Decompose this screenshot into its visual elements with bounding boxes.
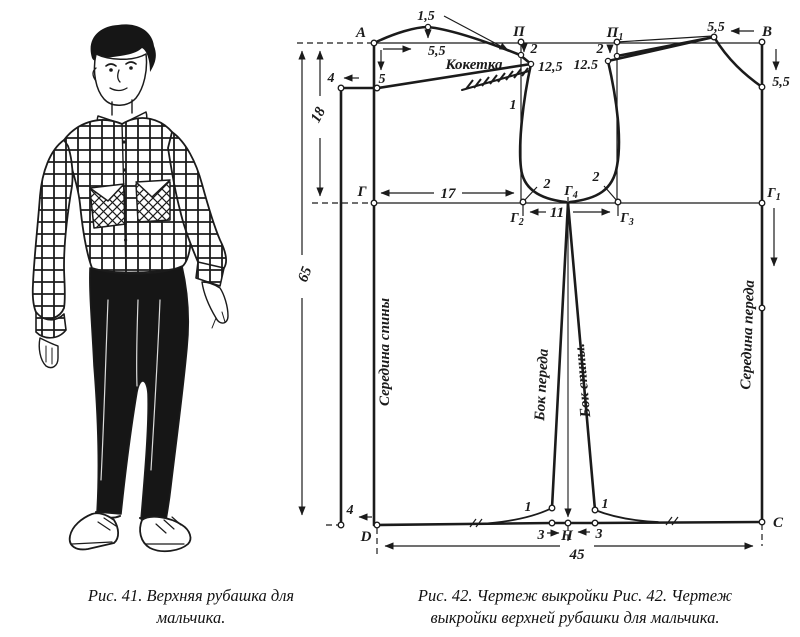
pattern-outlines [339, 25, 764, 527]
dim-11: 11 [550, 205, 564, 221]
front-neck-curve [712, 35, 764, 89]
side-seam-back [566, 201, 597, 512]
side-seam-front [550, 201, 570, 510]
figure42-caption-line2: выкройки верхней рубашки для мальчика. [430, 607, 720, 627]
figure41-caption-line2: мальчика. [156, 607, 226, 627]
point-label-a: А [355, 25, 366, 41]
point-labels: А П П1 В Г Г4 Г2 Г3 Г1 D Н С [355, 24, 784, 545]
hem-curve-back [479, 507, 553, 525]
dim-2-p1: 2 [596, 42, 604, 57]
dim-4-bottom: 4 [346, 503, 354, 518]
dim-12-5-p1: 12.5 [574, 58, 599, 73]
point-markers [337, 23, 766, 529]
point-label-g2: Г2 [509, 211, 523, 228]
boy-illustration [31, 24, 229, 553]
boy-hair [90, 24, 156, 72]
boy-sleeve-left [31, 139, 74, 320]
boy-shirt [63, 117, 192, 274]
yoke-label: Кокетка [444, 57, 503, 73]
dim-2-p: 2 [530, 42, 538, 57]
boy-trousers [89, 265, 190, 521]
dim-3-right: 3 [595, 527, 603, 542]
armhole-front-curve [568, 59, 621, 204]
dim-18: 18 [308, 104, 329, 125]
boy-face [93, 53, 148, 106]
point-label-g: Г [356, 184, 367, 200]
seam-label-back-center: Середина спины [377, 298, 393, 406]
dimension-labels: 1,5 5,5 5 4 2 12,5 2 12.5 5,5 5,5 65 18 … [295, 9, 790, 563]
dim-5-5-top: 5,5 [707, 20, 725, 35]
boy-shoes [68, 512, 192, 553]
figure42-caption: Рис. 42. Чертеж выкройки Рис. 42. Чертеж… [352, 585, 798, 629]
dim-12-5-p: 12,5 [538, 60, 563, 75]
bottom-line [375, 520, 764, 527]
dim-1-hem-left: 1 [525, 500, 532, 515]
point-label-g4: Г4 [563, 184, 577, 201]
point-label-p1: П1 [606, 25, 624, 43]
front-shoulder [606, 35, 716, 63]
point-label-n: Н [560, 528, 574, 544]
dim-1-hem-right: 1 [602, 497, 609, 512]
dim-2-armhole-right: 2 [592, 170, 600, 185]
point-label-g3: Г3 [619, 211, 633, 228]
dim-4-top: 4 [327, 71, 335, 86]
armhole-back-curve [518, 62, 568, 204]
yoke-bottom-edge [376, 62, 533, 90]
figure41-caption: Рис. 41. Верхняя рубашка для мальчика. [38, 585, 344, 629]
yoke-hatching [465, 67, 529, 90]
seam-label-side-back: Бок спины. [572, 343, 594, 419]
point-label-g1: Г1 [766, 186, 780, 203]
seam-label-side-front: Бок переда [532, 348, 552, 422]
dim-2-armhole-left: 2 [543, 177, 551, 192]
figure-area: А П П1 В Г Г4 Г2 Г3 Г1 D Н С 1,5 5,5 5 4… [31, 9, 790, 563]
point-label-d: D [360, 529, 372, 545]
construction-dashed [297, 42, 763, 554]
dim-1-yoke: 1 [510, 98, 517, 113]
dim-1-5: 1,5 [417, 9, 435, 24]
dim-65: 65 [295, 264, 316, 284]
dim-45: 45 [569, 547, 586, 563]
boy-pockets [89, 179, 171, 229]
dim-5: 5 [379, 72, 386, 87]
construction-thin [372, 35, 762, 528]
seam-label-front-center: Середина переда [738, 279, 758, 390]
hem-curve-front [594, 509, 659, 523]
point-label-p: П [512, 24, 526, 40]
figure42-caption-line1: Рис. 42. Чертеж выкройки Рис. 42. Чертеж [417, 586, 733, 605]
figure41-caption-line1: Рис. 41. Верхняя рубашка для [87, 586, 295, 605]
dim-3-left: 3 [537, 528, 545, 543]
dimension-arrows [298, 15, 780, 550]
pattern-diagram: А П П1 В Г Г4 Г2 Г3 Г1 D Н С 1,5 5,5 5 4… [295, 9, 790, 563]
dim-5-5-right: 5,5 [772, 75, 790, 90]
dim-5-5-yoke: 5,5 [428, 44, 446, 59]
point-label-c: С [773, 515, 784, 531]
point-label-b: В [761, 24, 772, 40]
dim-17: 17 [441, 186, 457, 202]
